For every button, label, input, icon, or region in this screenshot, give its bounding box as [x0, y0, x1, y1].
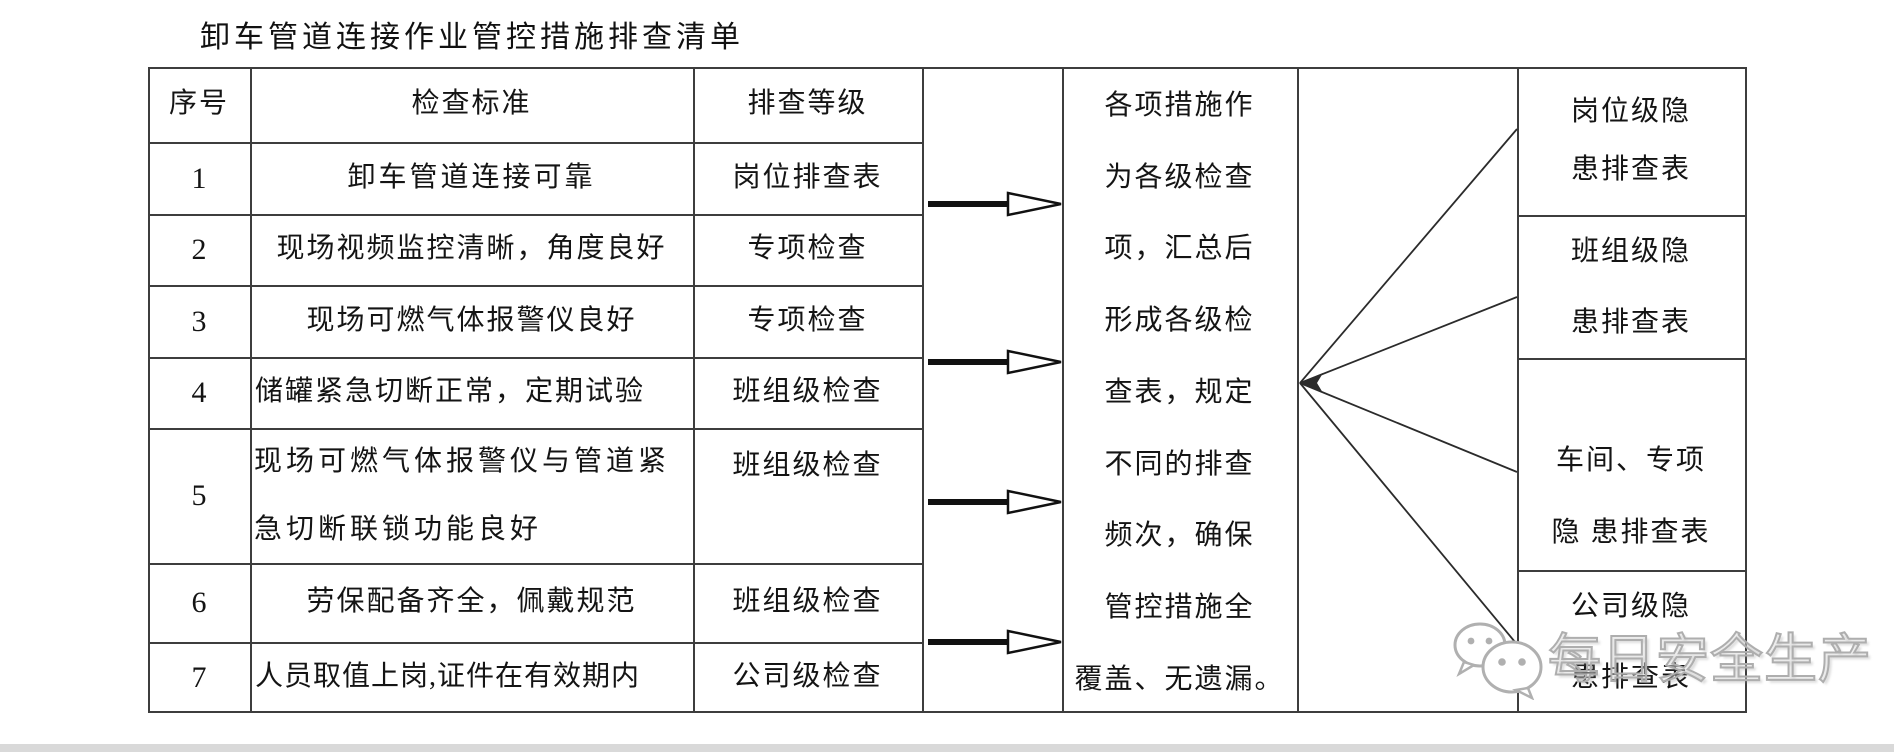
- row-2-level: 专项检查: [747, 233, 868, 265]
- grid-line: [693, 67, 695, 713]
- row-1-standard: 卸车管道连接可靠: [347, 161, 596, 193]
- grid-line: [148, 67, 1747, 69]
- output-box-post-level: 岗位级隐 患排查表: [1570, 96, 1691, 185]
- grid-line: [148, 428, 922, 430]
- row-7-standard: 人员取值上岗,证件在有效期内: [255, 661, 641, 693]
- flow-arrow-icon: [928, 349, 1062, 375]
- row-4-standard: 储罐紧急切断正常，定期试验: [255, 376, 646, 408]
- row-3-standard: 现场可燃气体报警仪良好: [306, 304, 637, 336]
- fan-arrowhead-icon: [1299, 373, 1323, 393]
- page-bottom-strip: [0, 744, 1894, 752]
- grid-line: [922, 67, 924, 713]
- grid-line: [148, 711, 1747, 713]
- row-7-no: 7: [191, 661, 207, 694]
- grid-line: [148, 563, 922, 565]
- col-header-standard: 检查标准: [411, 88, 532, 120]
- row-6-standard: 劳保配备齐全，佩戴规范: [306, 586, 637, 618]
- grid-line: [1517, 570, 1747, 572]
- summary-line: 频次，确保: [1104, 520, 1255, 552]
- row-1-level: 岗位排查表: [732, 161, 883, 193]
- row-6-no: 6: [191, 586, 207, 619]
- grid-line: [148, 357, 922, 359]
- row-4-no: 4: [191, 376, 207, 409]
- summary-line: 为各级检查: [1104, 161, 1255, 193]
- output-box-workshop-special: 车间、专项 隐 患排查表: [1551, 445, 1711, 548]
- page-title: 卸车管道连接作业管控措施排查清单: [200, 21, 744, 54]
- summary-line: 不同的排查: [1104, 448, 1255, 480]
- col-header-level: 排查等级: [747, 88, 868, 120]
- summary-line: 覆盖、无遗漏。: [1074, 664, 1285, 695]
- output-box-company-level: 公司级隐 患排查表: [1570, 590, 1691, 693]
- row-6-level: 班组级检查: [732, 586, 883, 618]
- grid-line: [148, 214, 922, 216]
- grid-line: [1517, 215, 1747, 217]
- summary-line: 形成各级检: [1104, 305, 1255, 337]
- row-4-level: 班组级检查: [732, 376, 883, 408]
- grid-line: [148, 642, 922, 644]
- row-7-level: 公司级检查: [732, 661, 883, 693]
- grid-line: [1745, 67, 1747, 713]
- output-box-team-level: 班组级隐 患排查表: [1570, 235, 1691, 338]
- flow-arrow-icon: [928, 191, 1062, 217]
- grid-line: [1062, 67, 1064, 713]
- grid-line: [148, 142, 922, 144]
- summary-line: 各项措施作: [1104, 89, 1255, 121]
- row-2-no: 2: [191, 233, 207, 266]
- summary-box: 各项措施作 为各级检查 项，汇总后 形成各级检 查表，规定 不同的排查 频次，确…: [1062, 67, 1297, 713]
- row-5-level: 班组级检查: [732, 450, 883, 481]
- flow-arrow-icon: [928, 489, 1062, 515]
- summary-line: 项，汇总后: [1104, 233, 1255, 265]
- summary-line: 管控措施全: [1104, 592, 1255, 624]
- col-header-no: 序号: [168, 88, 229, 120]
- grid-line: [148, 285, 922, 287]
- row-3-no: 3: [191, 304, 207, 338]
- flow-arrow-icon: [928, 629, 1062, 655]
- row-5-no: 5: [191, 479, 207, 512]
- row-5-standard: 现场可燃气体报警仪与管道紧 急切断联锁功能良好: [254, 445, 671, 545]
- grid-line: [148, 67, 150, 713]
- grid-line: [1517, 358, 1747, 360]
- row-2-standard: 现场视频监控清晰，角度良好: [276, 233, 667, 265]
- row-1-no: 1: [191, 161, 207, 195]
- row-3-level: 专项检查: [747, 304, 868, 336]
- grid-line: [1297, 67, 1299, 713]
- fan-lines-icon: [1299, 128, 1521, 649]
- summary-line: 查表，规定: [1104, 376, 1255, 408]
- grid-line: [250, 67, 252, 713]
